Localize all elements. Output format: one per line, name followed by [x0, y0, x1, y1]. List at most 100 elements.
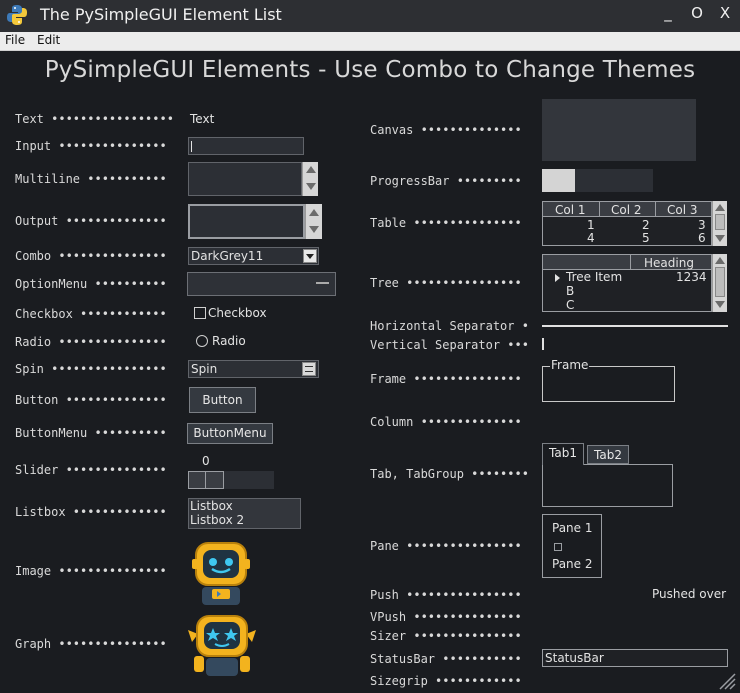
title-bar [0, 0, 740, 32]
tab-tab1[interactable]: Tab1 [542, 443, 584, 465]
radio-button[interactable] [196, 335, 208, 347]
pane-2[interactable]: Pane 2 [552, 557, 593, 571]
option-menu-indicator-icon [316, 282, 329, 284]
output-scrollbar[interactable] [305, 204, 322, 239]
text-element: Text [190, 112, 215, 126]
tree-item[interactable]: C [566, 298, 575, 312]
menu-bar [0, 32, 740, 51]
close-button[interactable]: X [719, 4, 731, 22]
option-menu[interactable] [187, 272, 336, 296]
status-bar-text: StatusBar [545, 651, 604, 665]
table-cell[interactable]: 4 [587, 231, 595, 245]
size-grip-icon[interactable] [716, 670, 736, 690]
spin-value: Spin [191, 362, 218, 376]
tab-panel [542, 464, 673, 507]
sizegrip-element-label: Sizegrip •••••••••••• [370, 674, 522, 688]
sizer-element-label: Sizer ••••••••••••••• [370, 629, 522, 643]
scroll-up-icon[interactable] [715, 204, 725, 211]
spin-element-label: Spin •••••••••••••••• [15, 362, 167, 376]
table-header-cell[interactable]: Col 2 [611, 203, 642, 217]
menu-file[interactable]: File [5, 33, 26, 47]
chevron-down-icon [306, 254, 314, 259]
menu-edit[interactable]: Edit [37, 33, 61, 47]
scroll-down-icon[interactable] [715, 235, 725, 242]
listbox-item[interactable]: Listbox [190, 499, 233, 513]
tree[interactable]: Heading Tree Item 1234 B C [542, 254, 712, 312]
scroll-up-icon[interactable] [309, 209, 319, 216]
table-header-row [543, 202, 711, 217]
robot-star-eyes-icon [188, 615, 256, 676]
combo-box[interactable]: DarkGrey11 [188, 247, 319, 265]
pane-1[interactable]: Pane 1 [552, 521, 593, 535]
multiline-textarea[interactable] [188, 162, 302, 196]
pane-container: Pane 1 Pane 2 [542, 514, 602, 578]
graph-element-label: Graph ••••••••••••••• [15, 637, 167, 651]
statusbar-element-label: StatusBar ••••••••••• [370, 652, 522, 666]
scroll-up-icon[interactable] [306, 166, 316, 173]
checkbox-box[interactable] [194, 307, 206, 319]
tab-element-label: Tab, TabGroup •••••••• [370, 467, 529, 481]
spin-arrows-icon[interactable] [302, 362, 316, 376]
hseparator-element-label: Horizontal Separator • [370, 319, 529, 333]
listbox-item[interactable]: Listbox 2 [190, 513, 245, 527]
table-scrollbar[interactable] [712, 201, 727, 246]
spin-box[interactable]: Spin [188, 360, 319, 378]
button[interactable]: Button [189, 387, 256, 413]
checkbox-element-label: Checkbox •••••••••••• [15, 307, 167, 321]
table-cell[interactable]: 6 [698, 231, 706, 245]
table-cell[interactable]: 5 [642, 231, 650, 245]
slider-value: 0 [202, 454, 210, 468]
input-element-label: Input ••••••••••••••• [15, 139, 167, 153]
progress-bar [542, 169, 653, 192]
canvas[interactable] [542, 99, 696, 161]
table-header-cell[interactable]: Col 1 [555, 203, 586, 217]
scroll-down-icon[interactable] [715, 301, 725, 308]
minimize-button[interactable]: _ [664, 4, 672, 22]
tree-scrollbar[interactable] [712, 254, 727, 312]
scrollbar-thumb[interactable] [715, 267, 725, 297]
scroll-up-icon[interactable] [715, 257, 725, 264]
button-menu[interactable]: ButtonMenu [187, 423, 273, 444]
status-bar: StatusBar [542, 649, 728, 667]
progressbar-element-label: ProgressBar ••••••••• [370, 174, 522, 188]
python-logo-icon [7, 5, 27, 25]
image-element-label: Image ••••••••••••••• [15, 564, 167, 578]
tree-item[interactable]: B [566, 284, 575, 298]
multiline-scrollbar[interactable] [302, 162, 318, 196]
tree-item[interactable]: Tree Item [566, 270, 623, 284]
progress-bar-fill [542, 169, 575, 192]
scroll-down-icon[interactable] [309, 226, 319, 233]
input-field[interactable] [188, 137, 304, 155]
listbox-element-label: Listbox ••••••••••••• [15, 505, 167, 519]
column-element-label: Column •••••••••••••• [370, 415, 522, 429]
scrollbar-thumb[interactable] [715, 214, 725, 230]
listbox[interactable]: Listbox Listbox 2 [188, 498, 301, 529]
tree-heading[interactable]: Heading [644, 256, 694, 270]
combo-dropdown-button[interactable] [303, 249, 317, 263]
optionmenu-element-label: OptionMenu •••••••••• [15, 277, 167, 291]
horizontal-separator [542, 325, 728, 327]
scroll-down-icon[interactable] [306, 183, 316, 190]
table-header-cell[interactable]: Col 3 [667, 203, 698, 217]
table-cell[interactable]: 1 [587, 218, 595, 232]
expand-arrow-icon[interactable] [555, 274, 560, 282]
vpush-element-label: VPush ••••••••••••••• [370, 610, 522, 624]
slider-handle[interactable] [188, 471, 224, 489]
maximize-button[interactable]: O [691, 4, 703, 22]
table[interactable]: Col 1 Col 2 Col 3 1 2 3 4 5 6 [542, 201, 712, 246]
tree-item-value: 1234 [676, 270, 707, 284]
pushed-text: Pushed over [652, 587, 727, 601]
slider-element-label: Slider •••••••••••••• [15, 463, 167, 477]
table-cell[interactable]: 3 [698, 218, 706, 232]
text-element-label: Text ••••••••••••••••• [15, 112, 174, 126]
frame-title: Frame [550, 358, 590, 372]
pane-sash-handle[interactable] [554, 543, 562, 551]
table-cell[interactable]: 2 [642, 218, 650, 232]
combo-element-label: Combo ••••••••••••••• [15, 249, 167, 263]
multiline-element-label: Multiline ••••••••••• [15, 172, 167, 186]
output-element-label: Output •••••••••••••• [15, 214, 167, 228]
frame-element-label: Frame ••••••••••••••• [370, 372, 522, 386]
checkbox-text: Checkbox [208, 306, 267, 320]
tab-tab2[interactable]: Tab2 [587, 445, 629, 464]
radio-element-label: Radio ••••••••••••••• [15, 335, 167, 349]
